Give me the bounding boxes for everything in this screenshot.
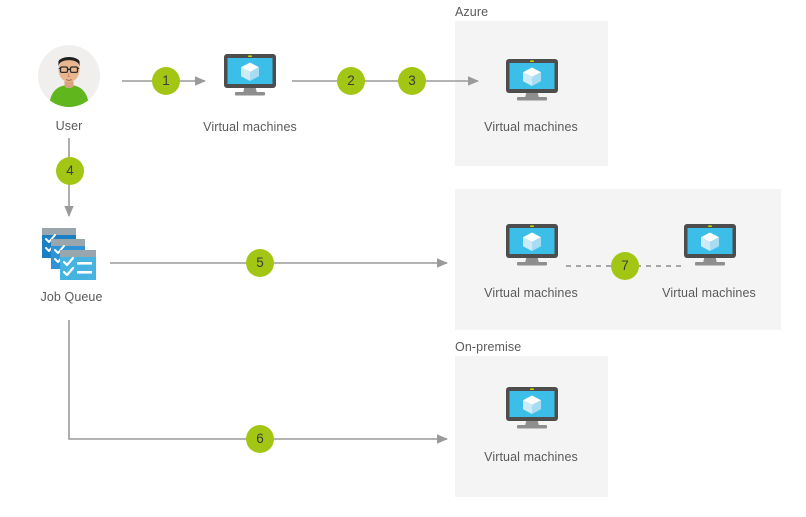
node-vm-cluster-left-label: Virtual machines xyxy=(484,286,578,300)
virtual-machine-icon xyxy=(224,54,276,96)
node-vm-cluster-right-label: Virtual machines xyxy=(662,286,756,300)
job-queue-icon xyxy=(42,228,96,280)
step-badge-3[interactable]: 3 xyxy=(398,67,426,95)
step-badge-2[interactable]: 2 xyxy=(337,67,365,95)
node-vm-cluster-right[interactable] xyxy=(681,222,739,274)
node-vm-cluster-left[interactable] xyxy=(503,222,561,274)
virtual-machine-icon xyxy=(506,59,558,101)
user-avatar-icon xyxy=(38,45,100,107)
node-user-label: User xyxy=(55,119,83,133)
step-badge-4[interactable]: 4 xyxy=(56,157,84,185)
node-vm-azure-label: Virtual machines xyxy=(484,120,578,134)
node-job-queue[interactable] xyxy=(40,226,100,282)
step-badge-1[interactable]: 1 xyxy=(152,67,180,95)
node-vm-on-premise[interactable] xyxy=(503,385,561,437)
panel-azure-title: Azure xyxy=(455,5,489,19)
node-vm-azure[interactable] xyxy=(503,57,561,109)
connector-job-queue-to-on-premise xyxy=(68,320,448,444)
node-vm-client[interactable] xyxy=(221,52,279,104)
node-vm-on-premise-label: Virtual machines xyxy=(484,450,578,464)
node-vm-client-label: Virtual machines xyxy=(203,120,297,134)
virtual-machine-icon xyxy=(684,224,736,266)
step-badge-7[interactable]: 7 xyxy=(611,252,639,280)
step-badge-6[interactable]: 6 xyxy=(246,425,274,453)
virtual-machine-icon xyxy=(506,387,558,429)
virtual-machine-icon xyxy=(506,224,558,266)
node-job-queue-label: Job Queue xyxy=(40,290,103,304)
node-user[interactable] xyxy=(38,45,100,107)
step-badge-5[interactable]: 5 xyxy=(246,249,274,277)
panel-on-premise-title: On-premise xyxy=(455,340,522,354)
